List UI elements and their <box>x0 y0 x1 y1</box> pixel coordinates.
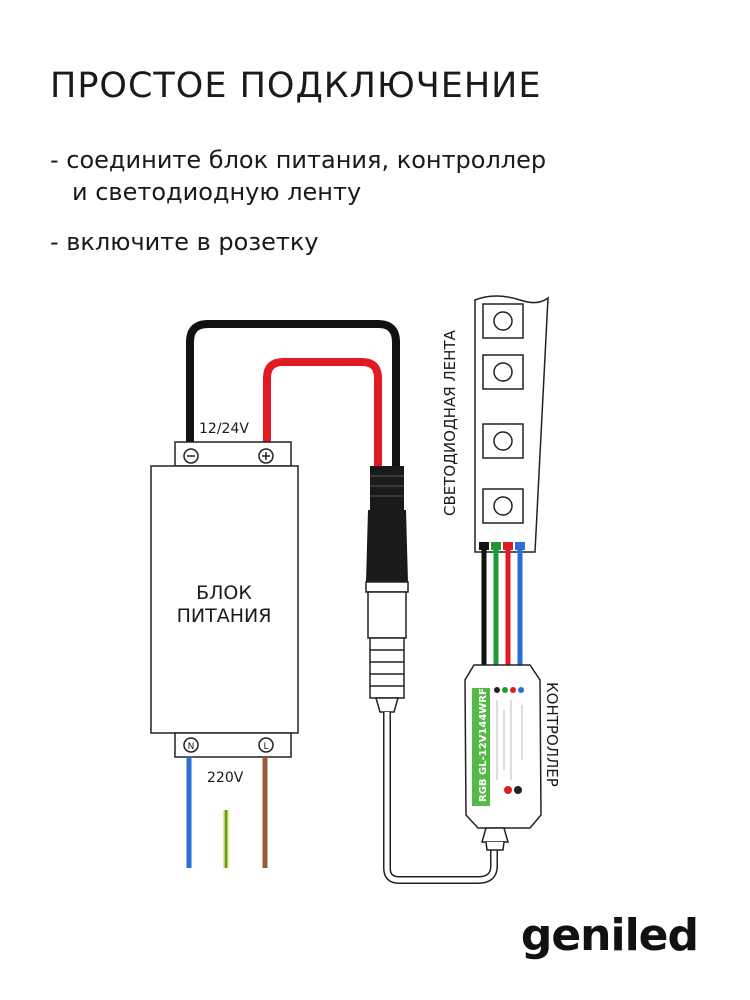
red-dc-wire <box>263 358 382 468</box>
power-supply-unit: N L БЛОК ПИТАНИЯ <box>150 441 299 758</box>
instruction-step-plug-in: - включите в розетку <box>50 226 319 258</box>
terminal-n-label: N <box>188 742 195 752</box>
dc-voltage-label: 12/24V <box>199 421 249 437</box>
led-chip <box>482 303 524 339</box>
page-title: ПРОСТОЕ ПОДКЛЮЧЕНИЕ <box>50 66 542 106</box>
step-text-line2: и светодиодную ленту <box>72 178 362 206</box>
ac-voltage-label: 220V <box>207 770 244 786</box>
controller-label: КОНТРОЛЛЕР <box>543 682 561 787</box>
black-dc-wire <box>186 320 400 468</box>
controller-model-label: RGB GL-12V144WRF-B <box>478 677 489 802</box>
led-chip <box>482 423 524 459</box>
geniled-logo: geniled <box>520 910 699 961</box>
led-strip <box>474 295 549 553</box>
led-chip <box>482 354 524 390</box>
dc-connector <box>365 466 409 713</box>
psu-label-line1: БЛОК <box>196 582 252 604</box>
psu-label-line2: ПИТАНИЯ <box>177 605 272 627</box>
led-strip-label: СВЕТОДИОДНАЯ ЛЕНТА <box>441 329 459 516</box>
line-terminal-icon <box>258 737 274 753</box>
terminal-l-label: L <box>263 742 268 752</box>
step-text-line1: - включите в розетку <box>50 228 319 256</box>
neutral-terminal-icon <box>183 737 199 753</box>
step-text-line1: - соедините блок питания, контроллер <box>50 146 547 174</box>
rgb-controller: RGB GL-12V144WRF-B <box>464 664 542 851</box>
instruction-step-connect: - соедините блок питания, контроллер и с… <box>50 144 546 208</box>
led-chip <box>482 488 524 524</box>
